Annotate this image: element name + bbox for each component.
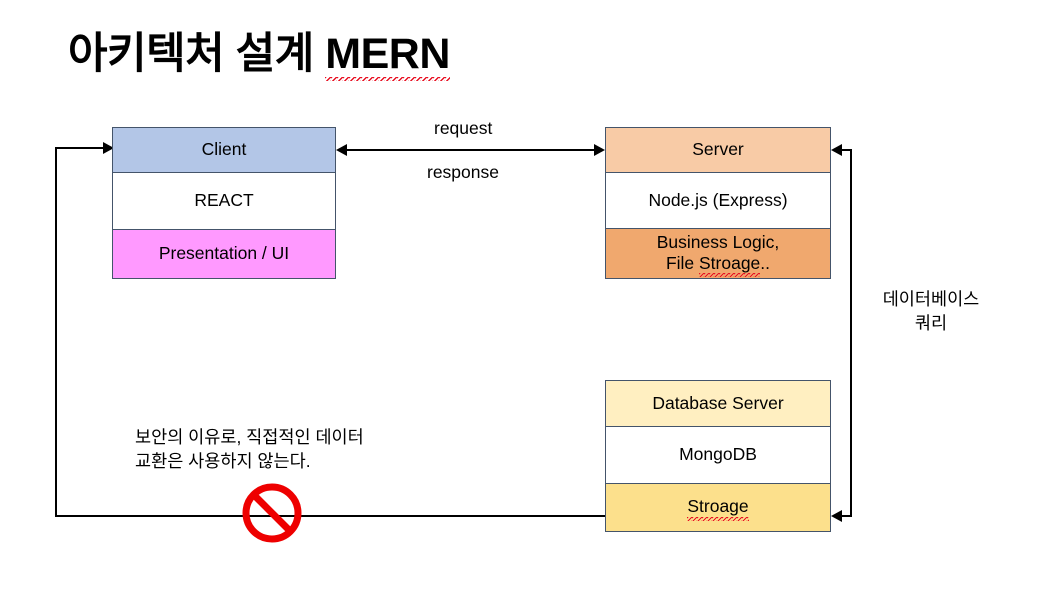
connector-client-server-arrowhead-right <box>594 144 605 156</box>
node-client-layer: Presentation / UI <box>113 230 335 278</box>
connector-label-request: request <box>434 118 493 138</box>
node-server-layer-line2-prefix: File <box>665 253 699 273</box>
page-title-korean: 아키텍처 설계 <box>68 30 314 78</box>
node-server-layer-line2: File Stroage.. <box>657 253 780 278</box>
connector-client-server-arrowhead-left <box>336 144 347 156</box>
node-server-layer-line2-suffix: .. <box>760 253 771 273</box>
security-note-text: 보안의 이유로, 직접적인 데이터 교환은 사용하지 않는다. <box>135 427 364 471</box>
connector-db-client-vertical-segment <box>55 147 57 517</box>
node-server[interactable]: Server Node.js (Express) Business Logic,… <box>605 127 831 279</box>
connector-server-db-arrowhead-bottom <box>831 510 842 522</box>
connector-server-db-arrowhead-top <box>831 144 842 156</box>
node-client[interactable]: Client REACT Presentation / UI <box>112 127 336 279</box>
no-entry-icon <box>242 483 302 543</box>
node-server-technology: Node.js (Express) <box>606 173 830 229</box>
node-database-header: Database Server <box>606 381 830 427</box>
node-server-header: Server <box>606 128 830 173</box>
node-server-layer: Business Logic, File Stroage.. <box>606 229 830 278</box>
page-title: 아키텍처 설계 MERN <box>68 30 450 79</box>
connector-server-db-vertical-segment <box>850 149 852 516</box>
connector-label-response: response <box>427 162 499 182</box>
connector-db-client-bottom-segment <box>55 515 605 517</box>
node-database-layer-misspelled: Stroage <box>687 496 749 522</box>
connector-client-server-line <box>345 149 595 151</box>
connector-db-client-top-segment <box>55 147 111 149</box>
node-client-technology: REACT <box>113 173 335 230</box>
node-client-header: Client <box>113 128 335 173</box>
node-server-layer-line1: Business Logic, <box>656 231 780 252</box>
connector-label-database-query: 데이터베이스 쿼리 <box>882 289 980 333</box>
connector-server-db-top-segment <box>841 149 852 151</box>
node-database-layer: Stroage <box>606 484 830 531</box>
node-database[interactable]: Database Server MongoDB Stroage <box>605 380 831 532</box>
connector-server-db-bottom-segment <box>841 515 852 517</box>
page-title-stack: MERN <box>325 30 450 78</box>
node-server-layer-line2-misspelled: Stroage <box>699 253 761 278</box>
node-database-technology: MongoDB <box>606 427 830 484</box>
connector-db-client-arrowhead <box>103 142 114 154</box>
